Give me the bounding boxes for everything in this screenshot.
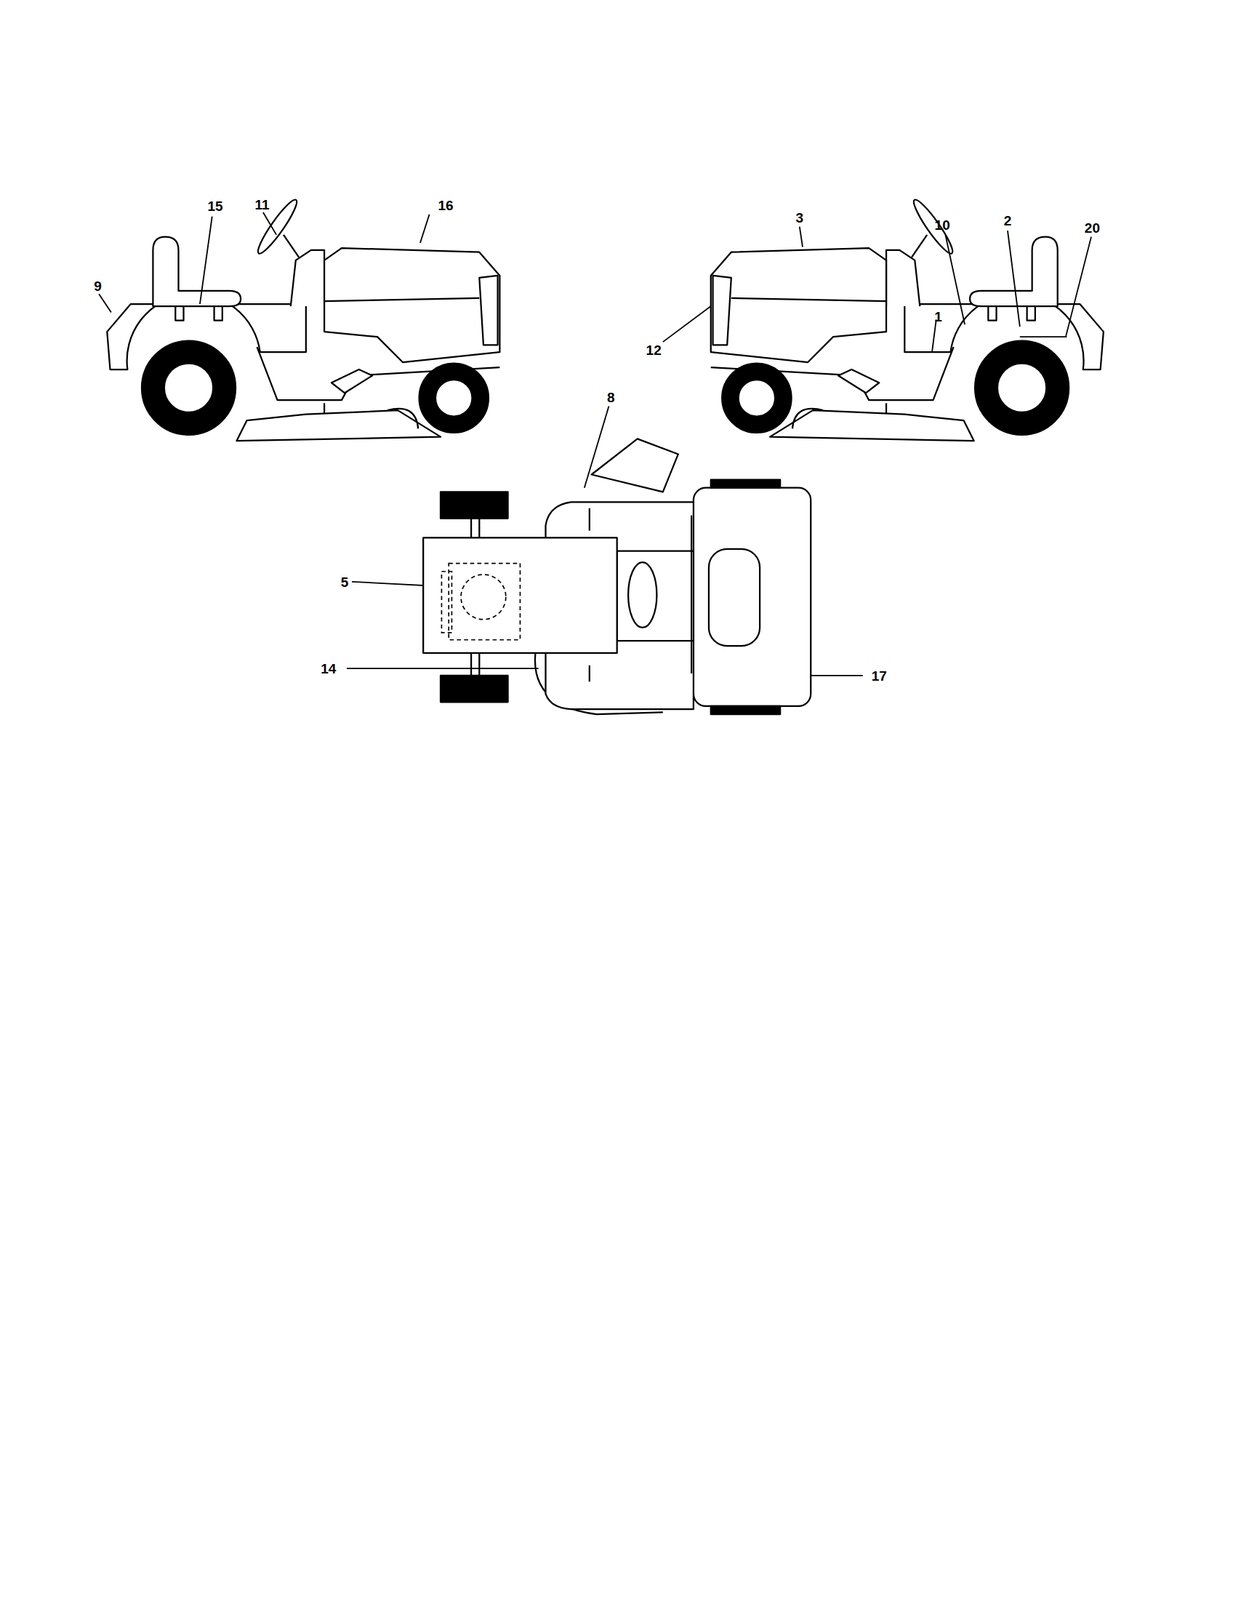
callout-number: 1 [934, 308, 943, 323]
callout-number: 14 [320, 660, 336, 675]
callout-number: 3 [796, 210, 805, 224]
callout-number: 15 [207, 199, 223, 214]
callout-number: 2 [1003, 213, 1012, 228]
callout-number: 16 [437, 197, 453, 212]
callout-number: 17 [871, 668, 887, 682]
callout-number: 20 [1084, 220, 1100, 235]
callout-number: 10 [934, 217, 951, 232]
callout-number: 5 [340, 574, 349, 589]
callout-number: 8 [607, 389, 616, 404]
callout-number: 12 [646, 343, 662, 357]
callout-number: 11 [254, 197, 269, 211]
callout-number: 9 [93, 278, 102, 293]
